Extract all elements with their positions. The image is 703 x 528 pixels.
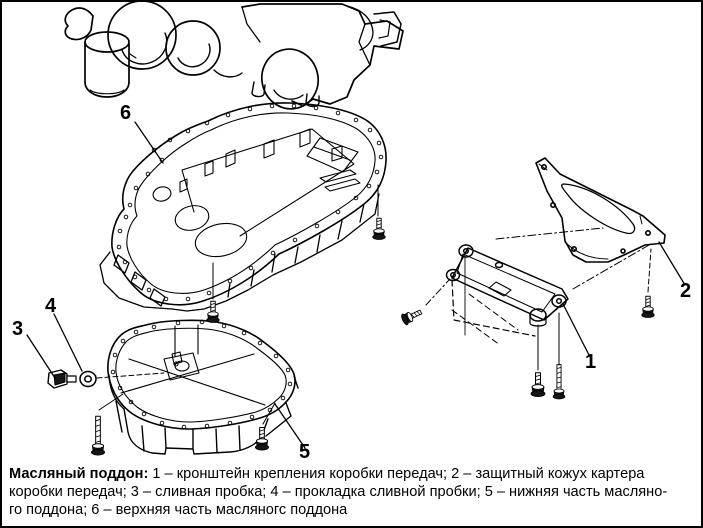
caption-line-1: Масляный поддон: 1 – кронштейн крепления…	[9, 465, 694, 483]
diagram-drawing	[26, 2, 686, 456]
caption-line-2: коробки передач; 3 – сливная пробка; 4 –…	[9, 484, 668, 500]
callout-3: 3	[12, 318, 24, 340]
figure-caption: Масляный поддон: 1 – кронштейн крепления…	[2, 461, 701, 526]
upper-pan-interior	[152, 128, 361, 258]
gearbox-cover-plate	[535, 157, 666, 263]
upper-oil-pan	[99, 102, 387, 312]
upper-pan-gasket-holes	[116, 103, 384, 302]
drain-plug-gasket	[79, 370, 97, 388]
gearbox-bracket	[445, 244, 569, 346]
callout-6: 6	[120, 102, 132, 124]
callout-leaders	[26, 121, 686, 449]
bolts	[90, 217, 655, 456]
callout-5: 5	[299, 441, 311, 463]
callout-4: 4	[45, 295, 57, 317]
caption-line-3: го поддона; 6 – верхняя часть масляногс …	[9, 502, 348, 518]
engine-block	[64, 2, 404, 110]
projection-lines	[96, 184, 652, 425]
upper-pan-wall	[99, 193, 380, 312]
lower-oil-pan	[107, 319, 299, 455]
caption-line-1-rest: 1 – кронштейн крепления коробки передач;…	[148, 466, 645, 482]
lower-pan-gasket-holes	[110, 319, 293, 430]
lower-pan-wall	[108, 374, 299, 455]
callout-2: 2	[680, 280, 692, 302]
lower-pan-interior	[120, 324, 266, 406]
callout-1: 1	[585, 351, 597, 373]
caption-lead: Масляный поддон:	[9, 466, 149, 482]
